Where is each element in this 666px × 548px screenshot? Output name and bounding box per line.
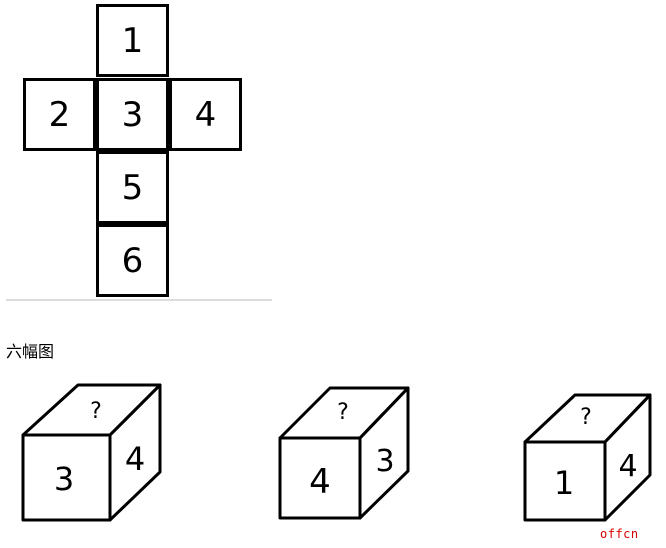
cube-1: 3 4 ? bbox=[21, 383, 162, 522]
cube-2: 4 3 ? bbox=[278, 386, 410, 520]
net-face-3: 3 bbox=[96, 78, 169, 151]
net-face-5: 5 bbox=[96, 151, 169, 224]
net-face-3-label: 3 bbox=[121, 94, 144, 135]
cube-2-front-label: 4 bbox=[309, 462, 331, 502]
cube-3-front-label: 1 bbox=[554, 464, 574, 502]
cube-1-front-label: 3 bbox=[54, 460, 74, 498]
net-face-4: 4 bbox=[169, 78, 242, 151]
net-face-6-label: 6 bbox=[121, 240, 144, 281]
cube-2-side-label: 3 bbox=[375, 444, 394, 479]
net-face-6: 6 bbox=[96, 224, 169, 297]
cube-3-side-face bbox=[603, 393, 652, 522]
net-face-1: 1 bbox=[96, 4, 169, 77]
cube-1-side-label: 4 bbox=[125, 440, 145, 478]
net-face-5-label: 5 bbox=[121, 167, 144, 208]
cube-3-side-label: 4 bbox=[618, 449, 637, 484]
divider-line bbox=[6, 299, 272, 301]
cube-1-top-label: ? bbox=[90, 399, 102, 424]
offcn-watermark: offcn bbox=[600, 527, 639, 541]
net-face-1-label: 1 bbox=[121, 20, 144, 61]
cube-3-top-label: ? bbox=[580, 405, 592, 430]
net-face-2: 2 bbox=[23, 78, 96, 151]
cube-2-side-face bbox=[358, 386, 410, 520]
cube-1-side-face bbox=[108, 383, 162, 522]
net-face-2-label: 2 bbox=[48, 94, 71, 135]
cube-3: 1 4 ? bbox=[523, 393, 652, 522]
cube-2-top-label: ? bbox=[337, 400, 349, 425]
net-face-4-label: 4 bbox=[194, 94, 217, 135]
caption-text: 六幅图 bbox=[6, 342, 55, 361]
